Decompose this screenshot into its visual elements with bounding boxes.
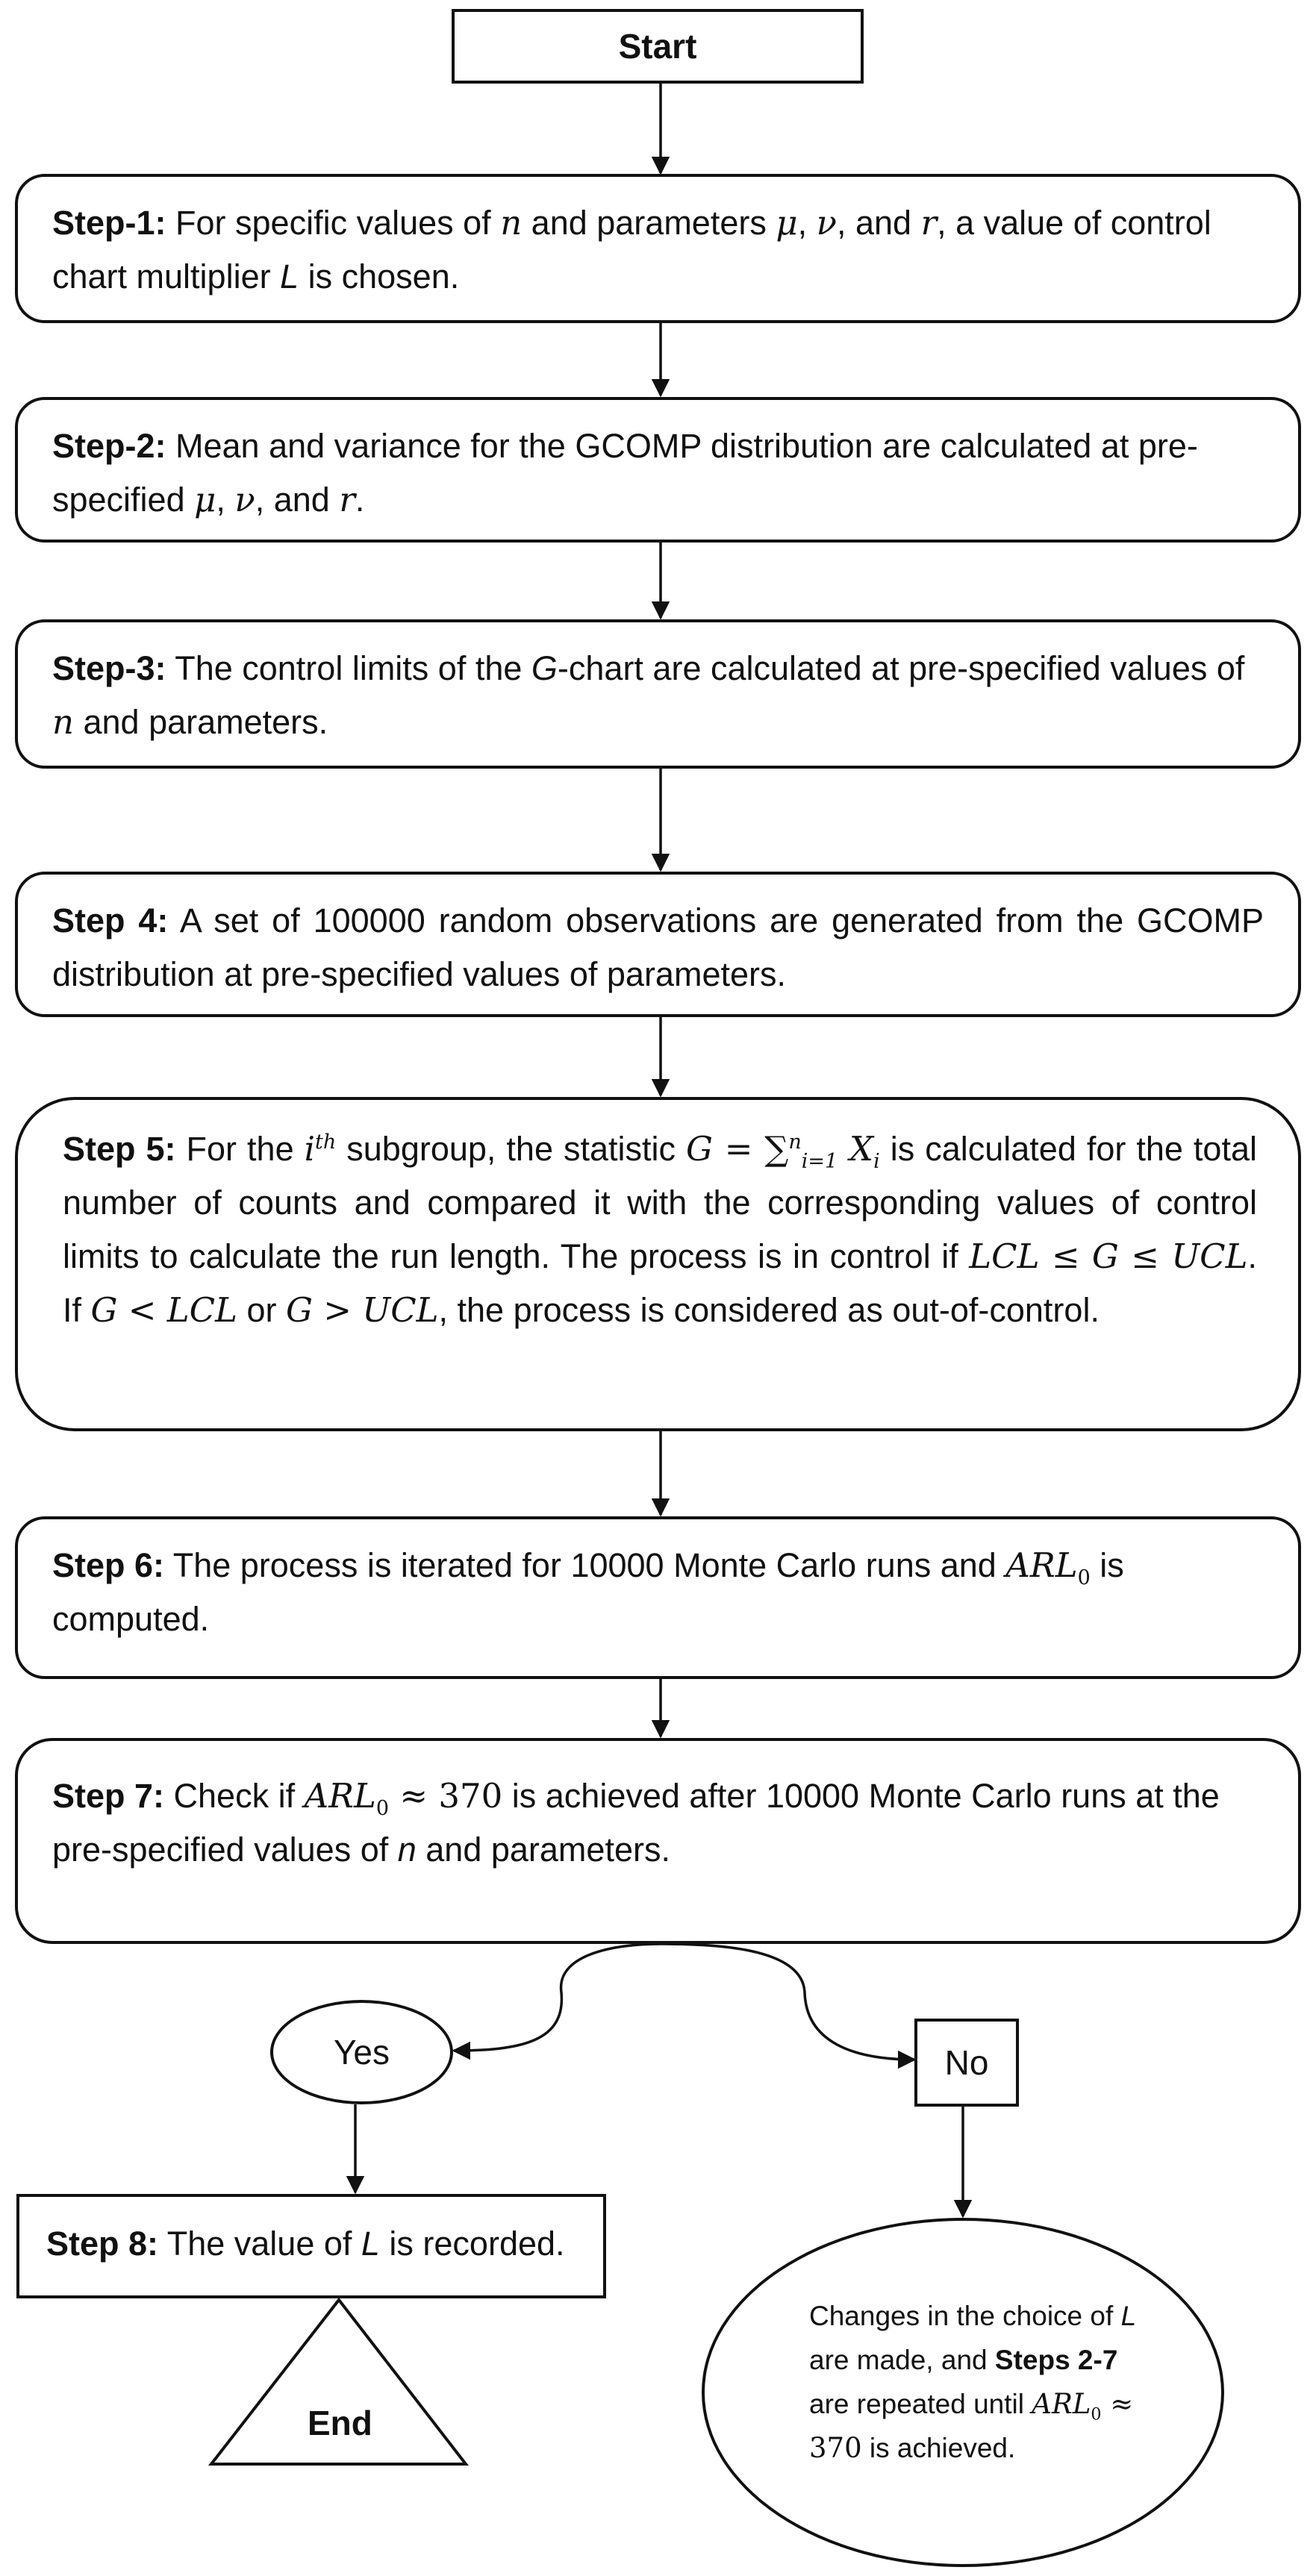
var-arl: ARL xyxy=(304,1776,376,1816)
step7-box: Step 7: Check if ARL0 ≈ 370 is achieved … xyxy=(15,1738,1301,1944)
step2-text: , xyxy=(216,481,235,519)
var-mu: μ xyxy=(194,480,216,519)
end-triangle xyxy=(208,2297,470,2466)
step1-label: Step-1: xyxy=(52,204,166,242)
step8-text: is recorded. xyxy=(379,2225,565,2263)
changes-text-part: are made, and xyxy=(809,2345,995,2375)
var-nu: ν xyxy=(816,203,837,243)
step6-text: The process is iterated for 10000 Monte … xyxy=(164,1546,1006,1584)
step4-text: A set of 100000 random observations are … xyxy=(52,901,1264,993)
step1-text: and parameters xyxy=(522,204,776,242)
var-L: L xyxy=(280,257,299,296)
step3-text: -chart are calculated at pre-specified v… xyxy=(557,649,1245,687)
step8-label: Step 8: xyxy=(46,2225,159,2263)
approx-370: ≈ 370 xyxy=(809,2388,1134,2464)
no-node: No xyxy=(914,2019,1019,2107)
changes-text-part: is achieved. xyxy=(861,2433,1016,2463)
formula-sum: G = ∑ xyxy=(686,1129,789,1169)
step5-box: Step 5: For the ith subgroup, the statis… xyxy=(15,1097,1301,1431)
end-label: End xyxy=(308,2404,372,2442)
step2-box: Step-2: Mean and variance for the GCOMP … xyxy=(15,397,1301,543)
steps-2-7: Steps 2-7 xyxy=(994,2345,1118,2375)
step5-text: subgroup, the statistic xyxy=(336,1130,687,1168)
var-nu: ν xyxy=(234,480,255,519)
var-i: i xyxy=(304,1129,316,1169)
arl-subscript: 0 xyxy=(1077,1566,1091,1589)
no-label: No xyxy=(944,2043,989,2082)
arrow-step7-no xyxy=(660,1942,917,2069)
var-L: L xyxy=(1120,2301,1137,2331)
var-n: n xyxy=(52,702,74,742)
in-control-condition: LCL ≤ G ≤ UCL xyxy=(969,1237,1248,1276)
step3-text: The control limits of the xyxy=(166,649,531,687)
step5-text: is calculated for the total number of co… xyxy=(63,1130,1257,1275)
var-L: L xyxy=(361,2225,380,2263)
step5-text: or xyxy=(237,1291,287,1329)
sum-lower: i=1 xyxy=(801,1150,838,1173)
var-arl: ARL xyxy=(1005,1545,1078,1585)
statistic-formula: G = ∑ni=1 Xi xyxy=(686,1129,880,1172)
yes-label: Yes xyxy=(333,2033,390,2072)
changes-oval: Changes in the choice of L are made, and… xyxy=(702,2218,1224,2567)
step5-text: , the process is considered as out-of-co… xyxy=(438,1291,1100,1329)
step8-text: The value of xyxy=(158,2225,361,2263)
step2-text: , and xyxy=(255,481,340,519)
step6-label: Step 6: xyxy=(52,1546,165,1584)
step5-label: Step 5: xyxy=(63,1130,176,1168)
step4-label: Step 4: xyxy=(52,901,169,940)
var-r: r xyxy=(339,480,355,519)
below-lcl-condition: G < LCL xyxy=(90,1290,237,1330)
yes-node: Yes xyxy=(270,2000,453,2104)
step7-text: and parameters. xyxy=(416,1831,670,1869)
step2-text: Mean and variance for the GCOMP distribu… xyxy=(52,427,1198,519)
step1-box: Step-1: For specific values of n and par… xyxy=(15,174,1301,323)
step7-text: Check if xyxy=(164,1777,305,1815)
above-ucl-condition: G > UCL xyxy=(286,1290,439,1330)
arl-subscript: 0 xyxy=(1091,2404,1102,2425)
changes-text-part: Changes in the choice of xyxy=(809,2301,1121,2331)
step1-text: , and xyxy=(836,204,921,242)
step1-text: , a value of control chart multiplier xyxy=(52,204,1211,296)
step1-text: , xyxy=(797,204,817,242)
step4-box: Step 4: A set of 100000 random observati… xyxy=(15,872,1301,1017)
step3-label: Step-3: xyxy=(52,649,166,687)
start-label: Start xyxy=(618,27,697,66)
step5-text: . If xyxy=(63,1237,1258,1329)
var-arl: ARL xyxy=(1032,2388,1091,2420)
step2-text: . xyxy=(355,481,365,519)
step1-text: is chosen. xyxy=(299,257,460,296)
changes-text-part: are repeated until xyxy=(809,2389,1032,2419)
step3-box: Step-3: The control limits of the G-char… xyxy=(15,619,1301,769)
step6-box: Step 6: The process is iterated for 1000… xyxy=(15,1516,1301,1679)
arrow-step7-yes xyxy=(452,1942,661,2060)
changes-text: Changes in the choice of L are made, and… xyxy=(809,2294,1138,2470)
step7-text: is achieved after 10000 Monte Carlo runs… xyxy=(52,1777,1220,1869)
step7-label: Step 7: xyxy=(52,1777,165,1815)
step2-label: Step-2: xyxy=(52,427,166,465)
var-n: n xyxy=(397,1831,417,1869)
start-node: Start xyxy=(452,9,864,84)
sum-upper: n xyxy=(788,1131,802,1154)
arl-subscript: 0 xyxy=(375,1797,390,1820)
formula-x: X xyxy=(838,1129,874,1169)
var-G: G xyxy=(531,649,558,687)
var-r: r xyxy=(920,203,938,243)
step6-text: is computed. xyxy=(52,1546,1124,1638)
var-n: n xyxy=(500,203,523,243)
step8-box: Step 8: The value of L is recorded. xyxy=(16,2194,606,2298)
x-subscript: i xyxy=(873,1150,880,1173)
superscript-th: th xyxy=(315,1131,337,1154)
step5-text: For the xyxy=(175,1130,305,1168)
step3-text: and parameters. xyxy=(73,703,328,741)
var-mu: μ xyxy=(776,203,798,243)
step1-text: For specific values of xyxy=(166,204,501,242)
approx-370: ≈ 370 xyxy=(389,1776,503,1816)
